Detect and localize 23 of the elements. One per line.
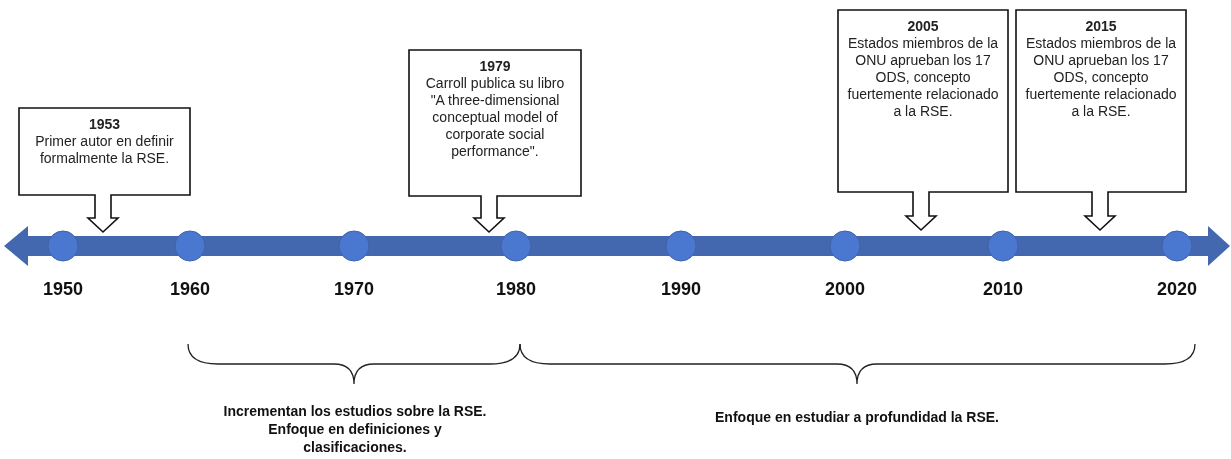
year-label: 1980 [494,278,537,300]
bracket-note: Incrementan los estudios sobre la RSE. [222,402,488,420]
event-description: Estados miembros de la ONU aprueban los 17 ODS, concepto fuertemente relacionado a la RSE. [1024,35,1178,120]
year-label: 2000 [823,278,866,300]
year-heading: 2005 [906,18,940,35]
event-description: Estados miembros de la ONU aprueban los 17 ODS, concepto fuertemente relacionado a la RSE. [846,35,1000,120]
year-heading: 2015 [1084,18,1118,35]
year-label: 2020 [1155,278,1198,300]
event-description: Primer autor en definir formalmente la RSE. [34,133,175,167]
year-label: 1950 [41,278,84,300]
year-label: 2010 [981,278,1024,300]
year-heading: 1953 [87,116,122,133]
callout-box [409,50,581,232]
year-label: 1990 [659,278,702,300]
callout-box [19,108,190,232]
year-label: 1960 [168,278,211,300]
callout-box [838,10,1008,230]
year-label: 1970 [332,278,375,300]
event-description: Carroll publica su libro "A three-dimensional conceptual model of corporate social performance". [424,75,566,160]
bracket-note: Enfoque en estudiar a profundidad la RSE. [714,408,1000,426]
bracket-note: Enfoque en definiciones y clasificaciones. [267,420,443,456]
year-heading: 1979 [478,58,512,75]
callout-box [1016,10,1186,230]
